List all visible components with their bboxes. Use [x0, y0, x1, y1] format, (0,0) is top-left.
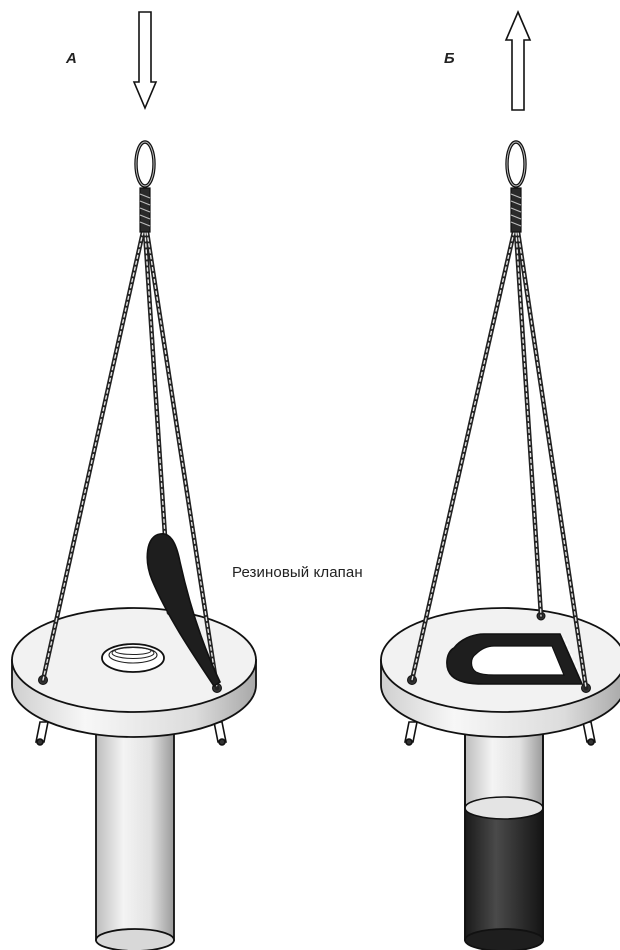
panel-b-label: Б: [444, 50, 455, 67]
valve-callout-label: Резиновый клапан: [232, 564, 363, 581]
cylinder-tube-b: [465, 712, 543, 950]
panel-a: [12, 12, 256, 950]
wire-loop-a: [136, 142, 154, 232]
rubber-valve-closed: [447, 634, 584, 684]
arrow-down-icon: [134, 12, 156, 108]
panel-b: [381, 12, 620, 950]
cylinder-tube-a: [96, 712, 174, 950]
threaded-hole: [102, 644, 164, 672]
wire-loop-b: [507, 142, 525, 232]
arrow-up-icon: [506, 12, 530, 110]
panel-a-label: А: [66, 50, 77, 67]
liquid-fill: [465, 808, 543, 940]
